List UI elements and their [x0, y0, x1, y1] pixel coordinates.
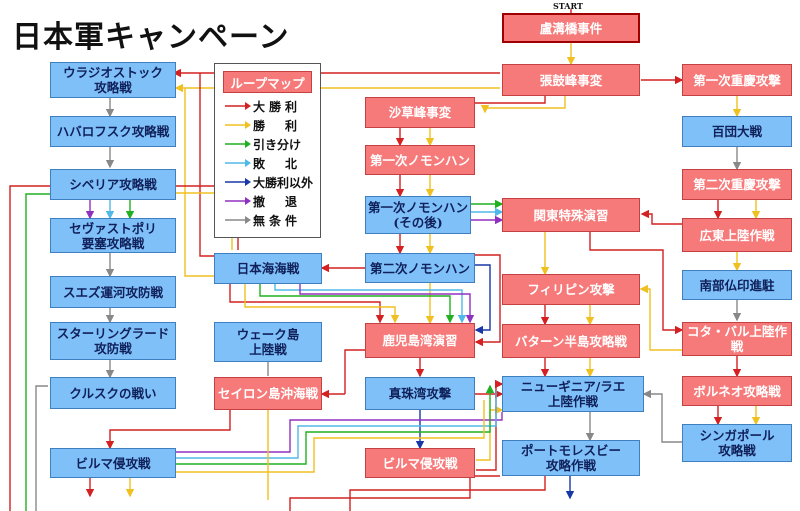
node-nomonhan1b[interactable]: 第一次ノモンハン (その後): [365, 196, 471, 234]
node-kotabaru[interactable]: コタ・バル上陸作戦: [682, 322, 792, 356]
edge: [176, 384, 495, 465]
node-nomonhan2[interactable]: 第二次ノモンハン: [365, 253, 475, 283]
edge: [289, 475, 500, 511]
node-singapore[interactable]: シンガポール 攻略戦: [682, 424, 792, 462]
legend-item-draw: 引き分け: [223, 135, 318, 153]
legend-item-defeat: 敗 北: [223, 154, 318, 172]
edge: [589, 232, 684, 335]
page-title: 日本軍キャンペーン: [12, 20, 290, 55]
legend-swatch: [225, 159, 251, 167]
edge: [229, 284, 385, 324]
node-nomonhan1[interactable]: 第一次ノモンハン: [365, 145, 475, 175]
node-kagoshima[interactable]: 鹿児島湾演習: [365, 323, 475, 358]
node-canton[interactable]: 広東上陸作戦: [682, 218, 792, 252]
node-philippine[interactable]: フィリピン攻撃: [502, 274, 640, 305]
node-khabarovsk[interactable]: ハバロフスク攻略戦: [50, 116, 176, 147]
node-kursk[interactable]: クルスクの戦い: [50, 377, 176, 409]
legend-swatch: [225, 178, 251, 186]
node-burma-blue[interactable]: ビルマ侵攻戦: [50, 448, 176, 478]
legend-box: ループマップ 大勝利 勝 利 引き分け 敗 北 大勝利以外 撤 退 無条件: [214, 63, 321, 238]
legend-item-victory: 勝 利: [223, 116, 318, 134]
node-kantoku[interactable]: 関東特殊演習: [502, 198, 640, 232]
edge: [299, 284, 475, 324]
node-suez[interactable]: スエズ運河攻防戦: [50, 276, 176, 308]
edge: [199, 73, 214, 257]
legend-item-not-great-victory: 大勝利以外: [223, 173, 318, 191]
node-nihonkai[interactable]: 日本海海戦: [214, 253, 322, 284]
edge: [480, 96, 566, 114]
edge: [176, 412, 503, 453]
node-newguinea[interactable]: ニューギニア/ラエ 上陸作戦: [502, 376, 644, 412]
node-sevastopol[interactable]: セヴァストポリ 要塞攻略戦: [50, 218, 176, 253]
edge: [105, 410, 231, 450]
edge: [259, 284, 455, 324]
edge: [476, 405, 504, 461]
edge: [642, 389, 682, 443]
edge: [476, 379, 504, 471]
edge: [35, 385, 48, 511]
edge: [474, 254, 501, 347]
legend-item-great-victory: 大勝利: [223, 97, 318, 115]
legend-swatch: [225, 121, 251, 129]
node-nanbu[interactable]: 南部仏印進駐: [682, 270, 792, 300]
node-burma-pink[interactable]: ビルマ侵攻戦: [365, 448, 475, 478]
node-sasoho[interactable]: 沙草峰事変: [365, 97, 475, 128]
start-label: START: [553, 1, 583, 11]
edge: [274, 284, 467, 324]
legend-swatch: [225, 216, 251, 224]
node-wake[interactable]: ウェーク島 上陸戦: [214, 322, 322, 362]
edge: [184, 88, 214, 277]
legend-swatch: [225, 140, 251, 148]
edge: [25, 193, 50, 511]
node-ceylon[interactable]: セイロン島沖海戦: [214, 377, 322, 410]
node-bataan[interactable]: バターン半島攻略戦: [502, 324, 640, 358]
node-siberia[interactable]: シベリア攻略戦: [50, 169, 176, 200]
edge: [176, 390, 497, 459]
edge: [344, 349, 365, 394]
legend-swatch: [225, 197, 251, 205]
legend-title: ループマップ: [223, 71, 312, 93]
edge: [474, 264, 491, 335]
edge: [640, 209, 682, 225]
node-hyakudan[interactable]: 百団大戦: [682, 116, 792, 147]
edge: [639, 284, 682, 351]
node-chokoho[interactable]: 張鼓峰事変: [502, 64, 640, 96]
node-portmoresby[interactable]: ポートモレスビー 攻略作戦: [502, 440, 640, 476]
node-stalingrad[interactable]: スターリングラード 攻防戦: [50, 322, 176, 360]
legend-swatch: [225, 102, 251, 110]
edge: [349, 476, 546, 511]
legend-item-retreat: 撤 退: [223, 192, 318, 210]
legend-item-unconditional: 無条件: [223, 211, 318, 229]
node-rokokyo[interactable]: 盧溝橋事件: [502, 13, 640, 43]
node-borneo[interactable]: ボルネオ攻略戦: [682, 376, 792, 406]
node-vladivostok[interactable]: ウラジオストック 攻略戦: [50, 62, 176, 98]
node-jukei2[interactable]: 第二次重慶攻撃: [682, 169, 792, 200]
edge: [244, 284, 400, 324]
node-pearl[interactable]: 真珠湾攻撃: [365, 377, 475, 410]
node-jukei1[interactable]: 第一次重慶攻撃: [682, 64, 792, 96]
edge: [9, 185, 50, 511]
